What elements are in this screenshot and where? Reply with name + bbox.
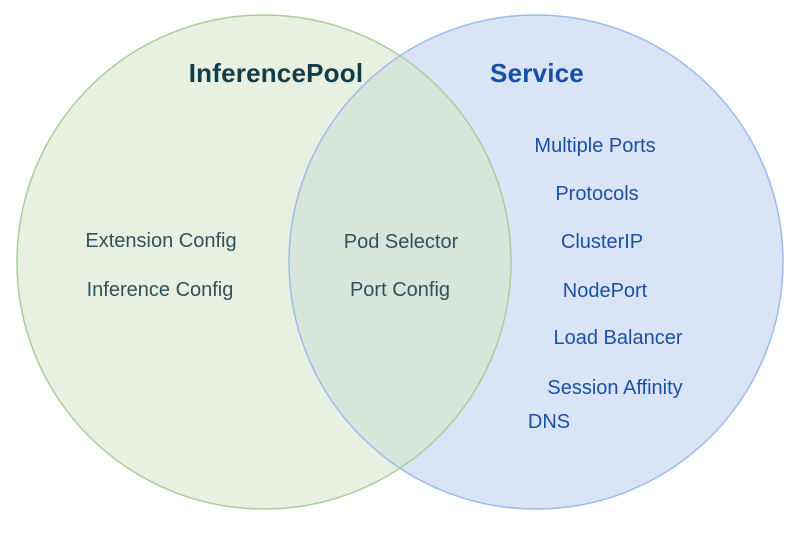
- item-clusterip: ClusterIP: [560, 231, 644, 253]
- item-nodeport: NodePort: [562, 280, 648, 302]
- item-port-config: Port Config: [349, 279, 451, 301]
- inferencepool-title: InferencePool: [188, 58, 364, 88]
- item-protocols: Protocols: [555, 183, 639, 205]
- item-pod-selector: Pod Selector: [343, 231, 459, 253]
- inferencepool-circle-outline: [16, 14, 512, 510]
- service-title: Service: [490, 58, 584, 88]
- item-load-balancer: Load Balancer: [553, 327, 683, 349]
- service-circle-outline: [288, 14, 784, 510]
- item-multiple-ports: Multiple Ports: [534, 135, 656, 157]
- item-inference-config: Inference Config: [86, 279, 234, 301]
- overlap-region: [289, 15, 511, 509]
- item-extension-config: Extension Config: [85, 230, 237, 252]
- item-dns: DNS: [527, 411, 571, 433]
- item-session-affinity: Session Affinity: [547, 377, 683, 399]
